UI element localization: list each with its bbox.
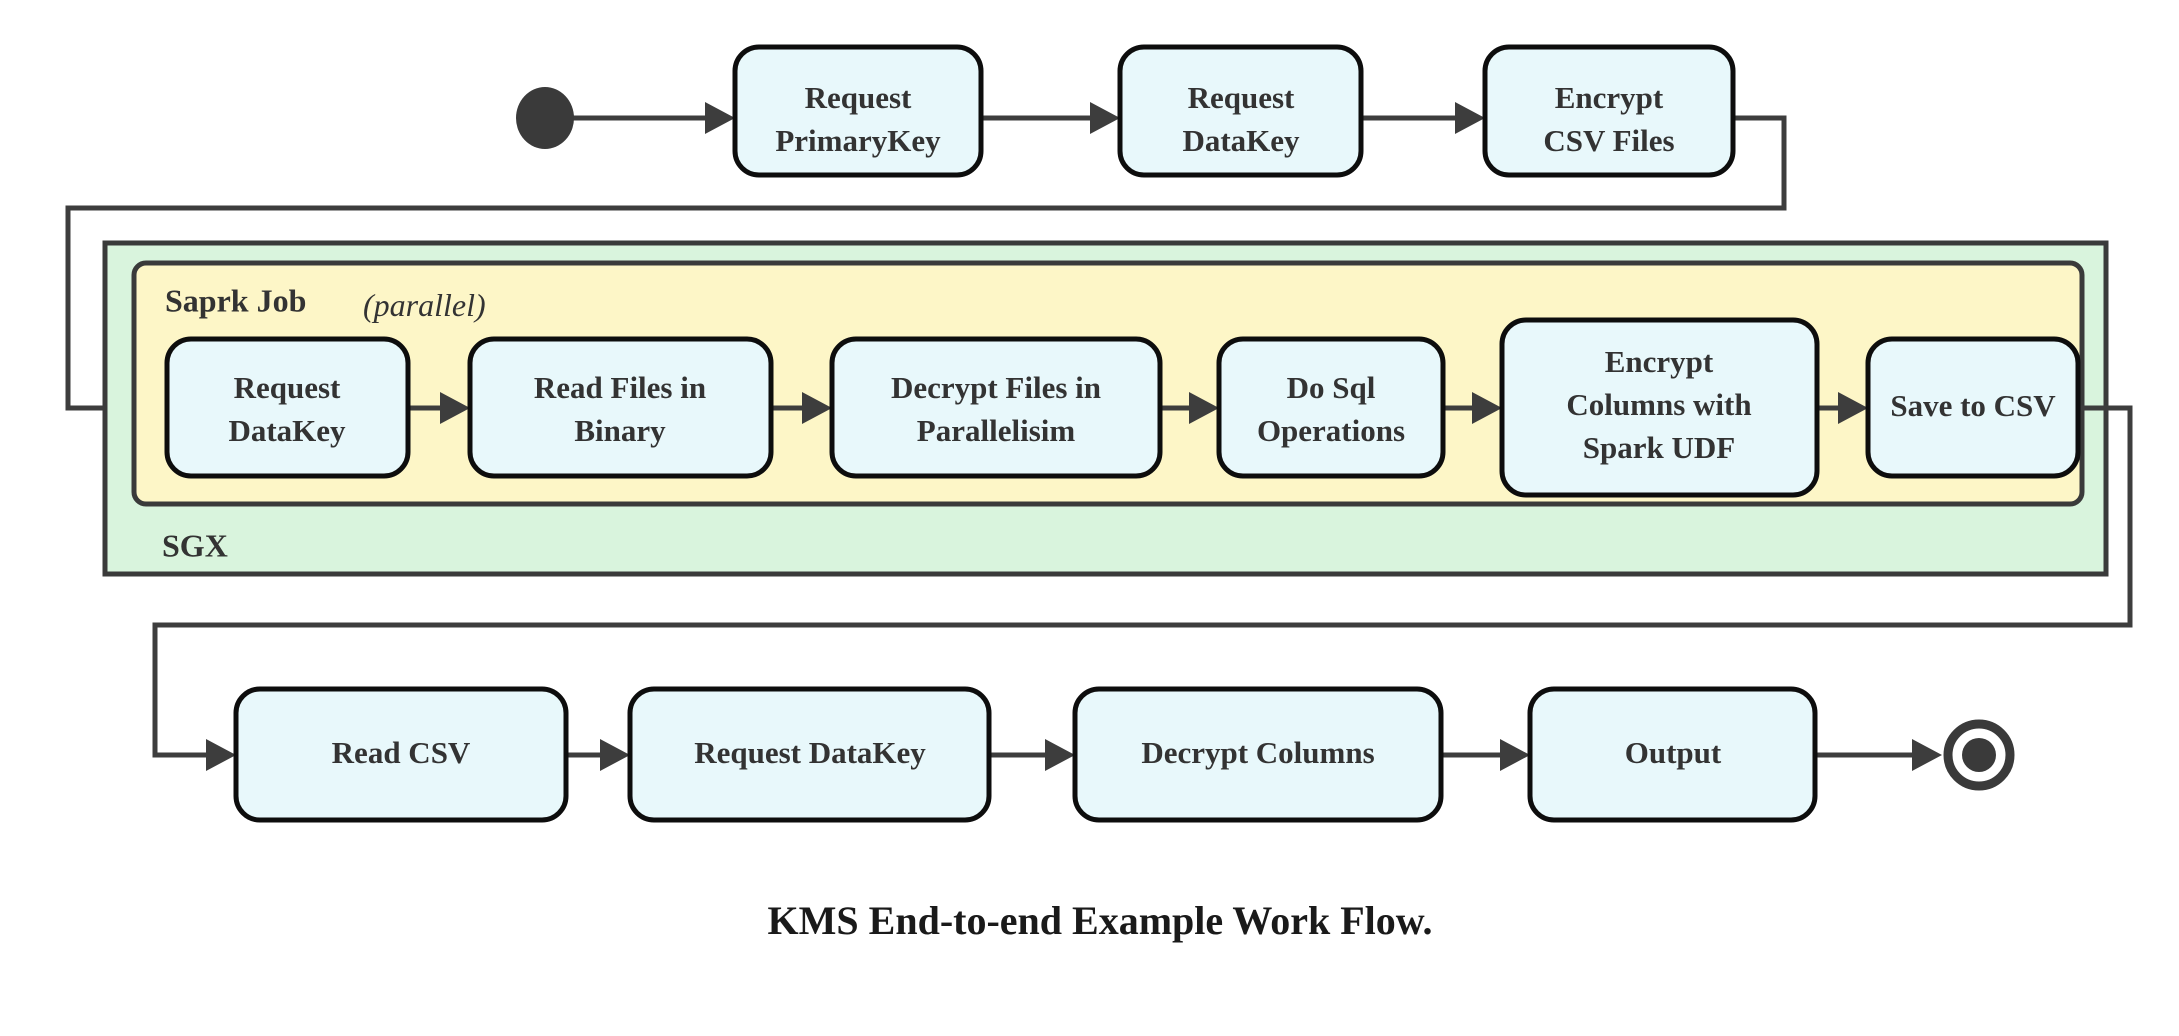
encrypt-columns-label-line3: Spark UDF <box>1583 430 1735 465</box>
end-node <box>1943 719 2015 791</box>
request-primarykey-label-line2: PrimaryKey <box>775 123 941 158</box>
end-node-ring <box>1943 719 2015 791</box>
read-files-in-binary-label-line1: Read Files in <box>534 370 706 405</box>
arrowhead-request-datakey-to-encrypt-csv <box>1455 102 1485 134</box>
arrowhead-output-to-end <box>1912 739 1942 771</box>
request-primarykey-label-line1: Request <box>805 80 912 115</box>
node-request-primarykey[interactable]: Request PrimaryKey <box>732 44 984 178</box>
diagram-caption: KMS End-to-end Example Work Flow. <box>768 898 1433 943</box>
arrowhead-start-to-request-primarykey <box>705 102 735 134</box>
request-datakey-bottom-box[interactable] <box>627 686 992 823</box>
node-request-datakey-bottom[interactable]: Request DataKey <box>627 686 992 823</box>
encrypt-columns-with-spark-udf-box[interactable] <box>1499 317 1820 498</box>
arrowhead-read-csv-to-request-datakey <box>600 739 630 771</box>
request-datakey-spark-box[interactable] <box>164 336 411 479</box>
output-box[interactable] <box>1527 686 1818 823</box>
edges-spark-row <box>152 392 2133 771</box>
encrypt-csv-files-label-line1: Encrypt <box>1555 80 1664 115</box>
node-read-files-in-binary[interactable]: Read Files in Binary <box>467 336 774 479</box>
spark-job-parallel-label: (parallel) <box>363 287 486 323</box>
node-do-sql-operations[interactable]: Do Sql Operations <box>1216 336 1446 479</box>
node-decrypt-files-in-parallelisim[interactable]: Decrypt Files in Parallelisim <box>829 336 1163 479</box>
decrypt-files-in-parallelisim-label-line1: Decrypt Files in <box>891 370 1101 405</box>
node-output[interactable]: Output <box>1527 686 1818 823</box>
encrypt-columns-label-line1: Encrypt <box>1605 344 1714 379</box>
request-datakey-spark-label-line1: Request <box>234 370 341 405</box>
encrypt-columns-label-line2: Columns with <box>1566 387 1751 422</box>
decrypt-columns-label: Decrypt Columns <box>1141 735 1374 770</box>
edges-top-row <box>65 102 1787 424</box>
decrypt-files-in-parallelisim-label-line2: Parallelisim <box>917 413 1076 448</box>
request-datakey-bottom-label: Request DataKey <box>694 735 926 770</box>
save-to-csv-box[interactable] <box>1865 336 2081 479</box>
output-label: Output <box>1625 735 1722 770</box>
request-primarykey-box[interactable] <box>732 44 984 178</box>
do-sql-operations-box[interactable] <box>1216 336 1446 479</box>
sgx-label: SGX <box>162 527 228 563</box>
read-files-in-binary-box[interactable] <box>467 336 774 479</box>
arrowhead-read-binary-to-decrypt-parallel <box>802 392 832 424</box>
request-datakey-top-label-line2: DataKey <box>1182 123 1300 158</box>
node-read-csv[interactable]: Read CSV <box>233 686 569 823</box>
node-decrypt-columns[interactable]: Decrypt Columns <box>1072 686 1444 823</box>
decrypt-columns-box[interactable] <box>1072 686 1444 823</box>
arrowhead-do-sql-to-encrypt-columns <box>1472 392 1502 424</box>
do-sql-operations-label-line2: Operations <box>1257 413 1405 448</box>
save-to-csv-label: Save to CSV <box>1890 388 2056 423</box>
arrowhead-decrypt-parallel-to-do-sql <box>1189 392 1219 424</box>
node-encrypt-csv-files[interactable]: Encrypt CSV Files <box>1482 44 1736 178</box>
node-save-to-csv[interactable]: Save to CSV <box>1865 336 2081 479</box>
arrowhead-request-primarykey-to-request-datakey <box>1090 102 1120 134</box>
node-request-datakey-spark[interactable]: Request DataKey <box>164 336 411 479</box>
request-datakey-spark-label-line2: DataKey <box>228 413 346 448</box>
read-files-in-binary-label-line2: Binary <box>574 413 666 448</box>
arrowhead-spark-datakey-to-read-binary <box>440 392 470 424</box>
node-encrypt-columns-with-spark-udf[interactable]: Encrypt Columns with Spark UDF <box>1499 317 1820 498</box>
edge-save-csv-to-read-csv <box>152 405 2133 758</box>
request-datakey-top-box[interactable] <box>1117 44 1364 178</box>
start-node <box>516 87 574 149</box>
arrowhead-decrypt-columns-to-output <box>1500 739 1530 771</box>
read-csv-label: Read CSV <box>332 735 471 770</box>
encrypt-csv-files-box[interactable] <box>1482 44 1736 178</box>
encrypt-csv-files-label-line2: CSV Files <box>1543 123 1674 158</box>
end-node-dot <box>1962 738 1996 772</box>
arrowhead-request-datakey-to-decrypt-columns <box>1045 739 1075 771</box>
node-request-datakey-top[interactable]: Request DataKey <box>1117 44 1364 178</box>
request-datakey-top-label-line1: Request <box>1188 80 1295 115</box>
read-csv-box[interactable] <box>233 686 569 823</box>
edges-bottom-row <box>566 739 1942 771</box>
decrypt-files-in-parallelisim-box[interactable] <box>829 336 1163 479</box>
arrowhead-save-csv-to-read-csv <box>206 739 236 771</box>
arrowhead-encrypt-columns-to-save-csv <box>1838 392 1868 424</box>
edge-encrypt-csv-to-spark-entry <box>65 115 1787 411</box>
spark-job-label: Saprk Job <box>165 282 306 318</box>
do-sql-operations-label-line1: Do Sql <box>1287 370 1376 405</box>
